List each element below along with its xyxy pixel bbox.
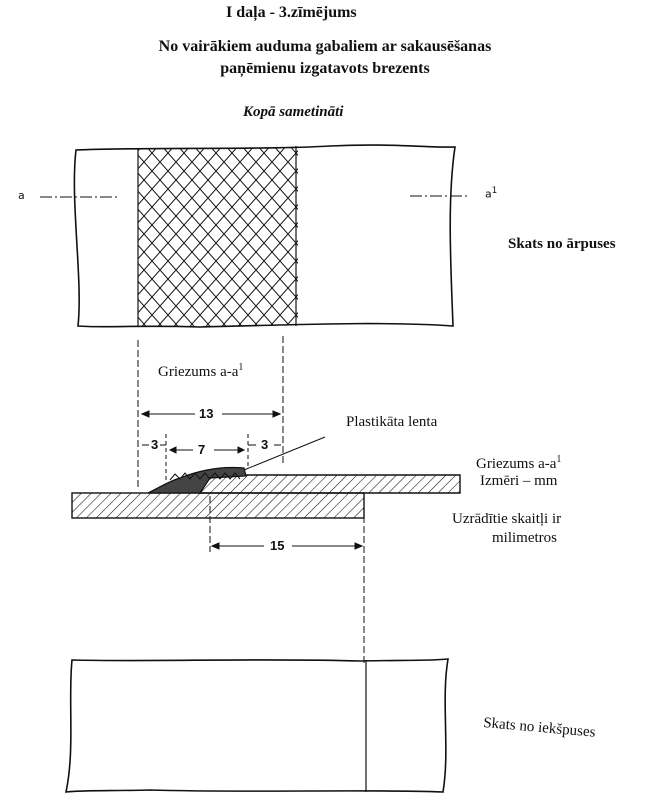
section-marker-a1: a1: [485, 186, 498, 201]
outside-view-caption: Skats no ārpuses: [508, 236, 616, 252]
note-line-1: Uzrādītie skaitļi ir: [452, 511, 562, 527]
dim-15: 15: [270, 538, 285, 553]
tape-label: Plastikāta lenta: [346, 414, 438, 430]
dimension-lines: [140, 410, 364, 550]
section-label: Griezums a-a1: [158, 362, 244, 380]
dimensions-unit-label: Izmēri – mm: [480, 473, 558, 489]
part-title: I daļa - 3.zīmējums: [226, 4, 357, 21]
subtitle-line-2: paņēmienu izgatavots brezents: [220, 60, 430, 77]
section-marker-a: a: [18, 189, 25, 202]
note-line-2: milimetros: [492, 530, 557, 546]
dim-3-right: 3: [261, 437, 269, 452]
dim-7: 7: [198, 442, 206, 457]
outside-view-panel: [40, 144, 470, 328]
subtitle-line-1: No vairākiem auduma gabaliem ar sakausēš…: [158, 38, 492, 55]
cross-section: [71, 466, 461, 519]
section-title: Kopā sametināti: [243, 104, 344, 120]
dim-3-left: 3: [151, 437, 159, 452]
projection-lines: [137, 336, 365, 664]
right-section-label: Griezums a-a1: [476, 454, 562, 472]
dim-13: 13: [199, 406, 214, 421]
inside-view-panel: [64, 658, 449, 793]
